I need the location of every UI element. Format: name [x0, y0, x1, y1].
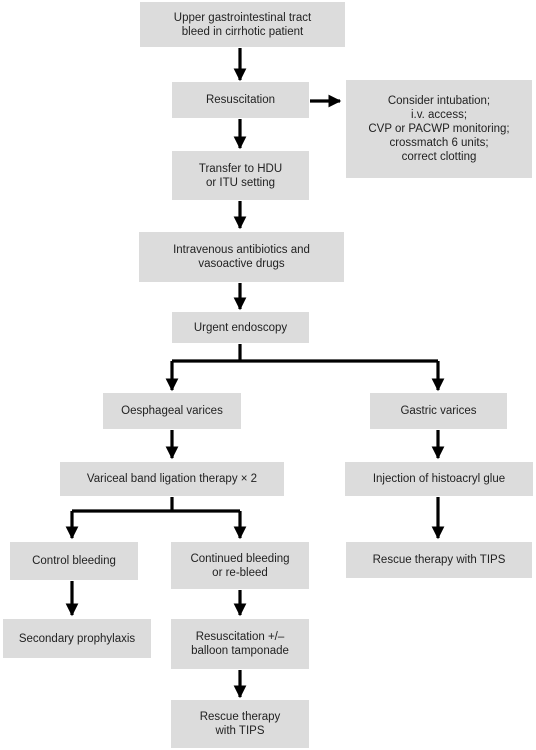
node-secondary-prophylaxis: Secondary prophylaxis [3, 619, 151, 658]
node-control-bleeding: Control bleeding [10, 542, 138, 580]
node-histoacryl-glue: Injection of histoacryl glue [345, 462, 533, 496]
node-upper-gi-bleed: Upper gastrointestinal tract bleed in ci… [140, 2, 345, 47]
node-rescue-tips-bottom: Rescue therapy with TIPS [171, 700, 309, 748]
node-intravenous-antibiotics: Intravenous antibiotics and vasoactive d… [139, 232, 344, 282]
arrow-band-split [72, 497, 240, 513]
node-rescue-tips-right: Rescue therapy with TIPS [346, 542, 532, 578]
node-urgent-endoscopy: Urgent endoscopy [172, 312, 309, 343]
node-consider-intubation: Consider intubation; i.v. access; CVP or… [346, 80, 532, 178]
node-variceal-band-ligation: Variceal band ligation therapy × 2 [60, 462, 284, 496]
node-oesophageal-varices: Oesphageal varices [103, 393, 241, 429]
node-continued-bleeding: Continued bleeding or re-bleed [171, 542, 309, 589]
node-resuscitation: Resuscitation [172, 82, 309, 118]
node-gastric-varices: Gastric varices [370, 393, 507, 429]
node-resuscitation-balloon: Resuscitation +/– balloon tamponade [171, 619, 309, 669]
arrow-endoscopy-split [172, 344, 438, 363]
node-transfer-hdu-itu: Transfer to HDU or ITU setting [172, 151, 309, 200]
